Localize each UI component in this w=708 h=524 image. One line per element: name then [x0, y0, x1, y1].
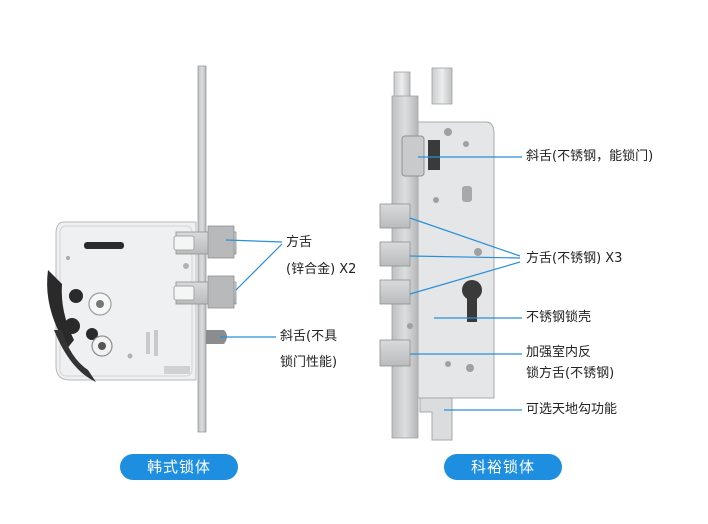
- left-lock-title-pill: 韩式锁体: [120, 454, 238, 480]
- right-reinforced-label-2: 锁方舌(不锈钢): [526, 366, 615, 381]
- left-square-bolt-label-2: (锌合金) X2: [286, 262, 357, 277]
- leader-lines: [220, 156, 522, 411]
- right-housing-label: 不锈钢锁壳: [526, 310, 592, 325]
- right-lock-body: [379, 67, 495, 441]
- right-lock-title-pill: 科裕锁体: [444, 454, 562, 480]
- left-latch-label-1: 斜舌(不具: [280, 329, 338, 344]
- left-latch-label-2: 锁门性能): [280, 355, 338, 370]
- left-square-bolt-label-1: 方舌: [286, 235, 313, 250]
- right-latch-label: 斜舌(不锈钢，能锁门): [526, 149, 654, 164]
- left-lock-body: [47, 65, 237, 433]
- right-hook-label: 可选天地勾功能: [526, 402, 618, 417]
- right-reinforced-label-1: 加强室内反: [526, 345, 592, 360]
- right-square-bolts-label: 方舌(不锈钢) X3: [526, 251, 623, 266]
